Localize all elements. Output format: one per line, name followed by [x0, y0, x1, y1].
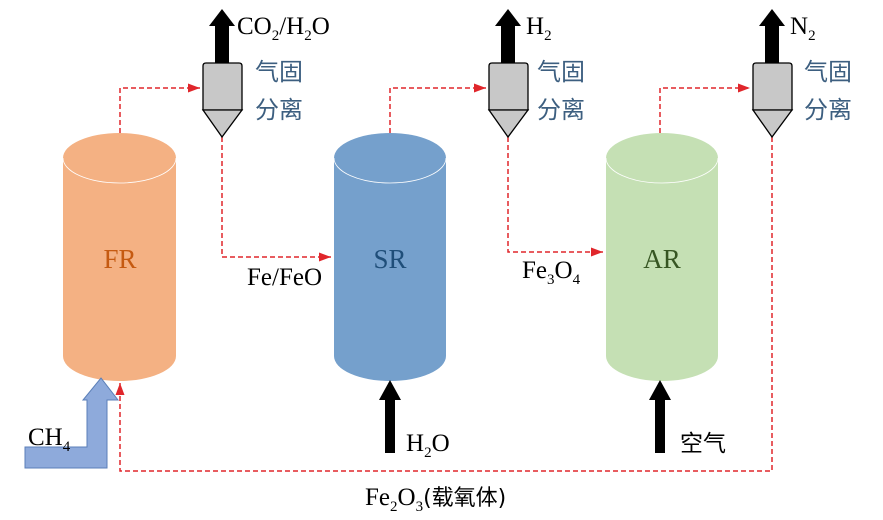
arrow-up-icon: [209, 9, 235, 26]
reactor-sr: SR: [333, 133, 447, 381]
input-h2o: H2O: [406, 430, 450, 461]
flow-fr-to-separator1: [119, 83, 200, 133]
separator-3: [751, 9, 794, 139]
flow-sr-to-separator2: [389, 83, 486, 133]
output-co2-h2o: CO2/H2O: [237, 13, 330, 44]
flow-ar-to-separator3: [659, 83, 750, 133]
separator-1-label-line1: 气固: [255, 58, 303, 86]
flow-separator2-to-ar: [507, 137, 603, 257]
label-fe2o3-oxygen-carrier: Fe2O3(载氧体): [365, 484, 506, 515]
input-air: 空气: [680, 431, 726, 457]
reactor-ar: AR: [605, 133, 719, 381]
label-fe3o4: Fe3O4: [522, 257, 581, 288]
arrow-up-icon: [495, 9, 521, 26]
air-inlet-arrow: [649, 380, 671, 453]
separator-3-label-line1: 气固: [804, 58, 852, 86]
output-h2: H2: [526, 13, 552, 44]
separator-2: [487, 9, 530, 139]
output-n2: N2: [790, 13, 816, 44]
separator-2-label-line1: 气固: [537, 58, 585, 86]
input-ch4: CH4: [28, 424, 71, 455]
reactor-fr: FR: [62, 133, 177, 381]
flow-separator3-to-fr: [115, 137, 773, 472]
h2o-inlet-arrow: [379, 380, 401, 453]
arrow-up-icon: [759, 9, 785, 26]
separator-1-label-line2: 分离: [255, 96, 303, 124]
separator-1: [201, 9, 244, 139]
separator-3-label-line2: 分离: [804, 96, 852, 124]
reactor-ar-label: AR: [643, 244, 681, 274]
ch4-inlet-arrow: [24, 377, 120, 469]
reactor-sr-label: SR: [373, 244, 406, 274]
separator-2-label-line2: 分离: [537, 96, 585, 124]
flow-separator1-to-sr: [221, 137, 331, 262]
label-fe-feo: Fe/FeO: [247, 264, 322, 291]
reactor-fr-label: FR: [103, 244, 136, 274]
